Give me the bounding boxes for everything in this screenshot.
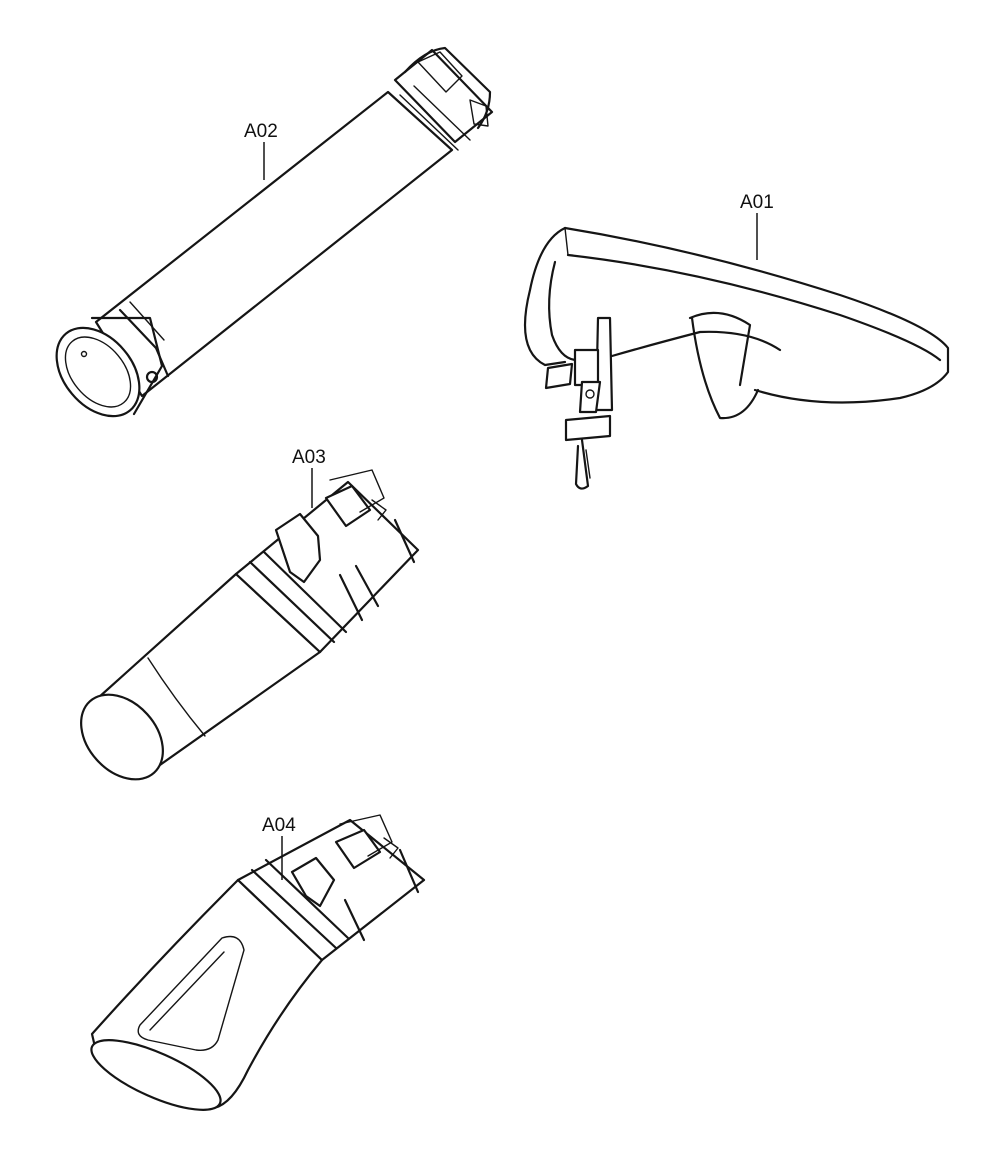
- part-a02-extension-tube: [55, 46, 494, 418]
- label-a04: A04: [262, 815, 296, 836]
- part-a03-round-nozzle: [80, 468, 420, 781]
- label-a02: A02: [244, 121, 278, 142]
- label-a01: A01: [740, 192, 774, 213]
- part-a01-shoulder-strap: [523, 213, 950, 490]
- label-a03: A03: [292, 447, 326, 468]
- part-a04-flat-nozzle: [90, 814, 426, 1111]
